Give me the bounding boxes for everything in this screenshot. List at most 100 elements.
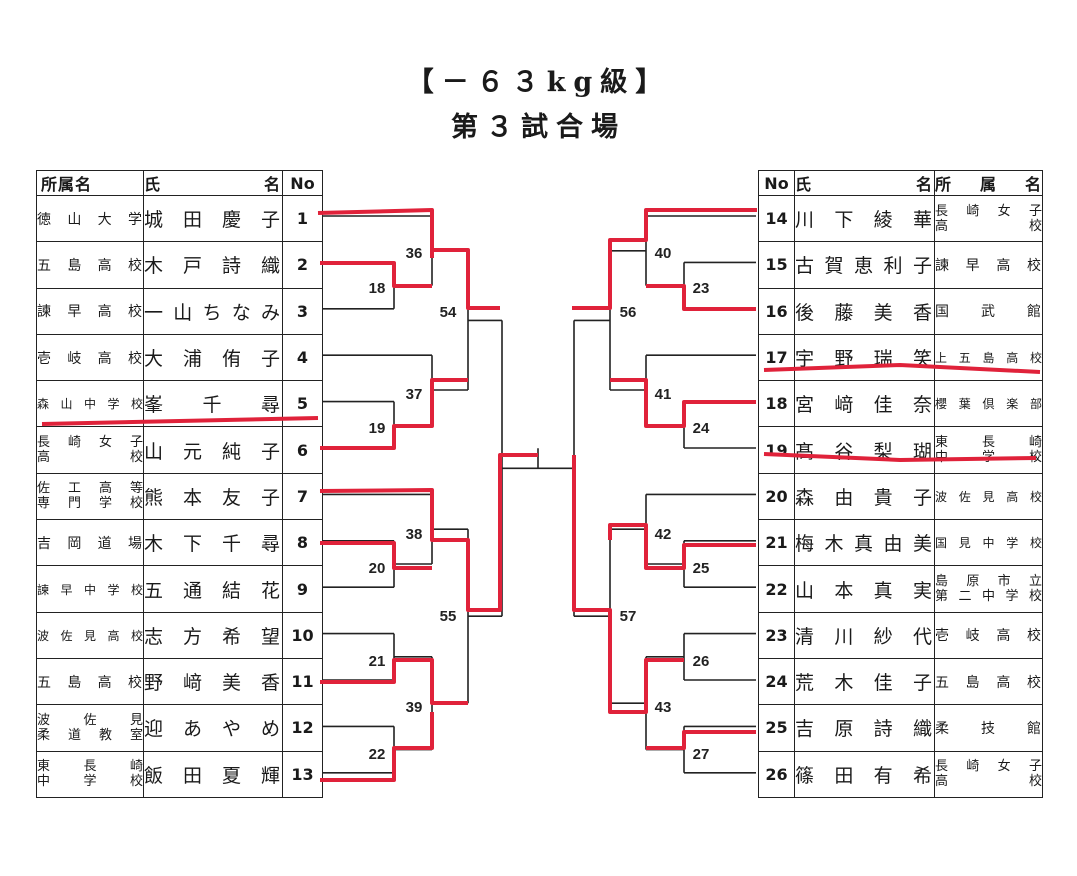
bracket-lines xyxy=(322,215,756,774)
header-name: 氏名 xyxy=(794,170,935,196)
entrant-name: 山本真実 xyxy=(794,565,935,613)
right-affiliation-line: 東長崎 xyxy=(935,435,1042,451)
winner-path-1 xyxy=(317,208,434,258)
left-header-row: 所属名 氏名 No xyxy=(36,170,323,196)
header-affiliation: 所属名 xyxy=(36,170,144,196)
winner-path-36 xyxy=(430,248,500,310)
right-affiliation-cell: 諫早高校 xyxy=(934,241,1043,289)
winner-path-11 xyxy=(320,658,468,705)
entrant-no: 16 xyxy=(758,287,795,335)
right-affiliation-cell: 島原市立第二中学校 xyxy=(934,565,1043,613)
winner-path-13 xyxy=(320,712,434,782)
entrant-name: 大浦侑子 xyxy=(143,333,283,382)
right-affiliation-cell: 長崎女子高校 xyxy=(934,194,1043,243)
left-affiliation-cell: 長崎女子高校 xyxy=(36,426,144,474)
winner-path-25 xyxy=(646,730,756,750)
left-affiliation-line: 東長崎 xyxy=(37,759,143,775)
right-affiliation-cell: 五島高校 xyxy=(934,657,1043,706)
left-affiliation-line: 高校 xyxy=(37,450,143,466)
entrant-name: 木下千尋 xyxy=(143,519,283,567)
entrant-no: 8 xyxy=(282,519,323,567)
entrant-no: 17 xyxy=(758,333,795,382)
header-no: No xyxy=(282,170,323,196)
match-label-38: 38 xyxy=(406,526,423,543)
right-affiliation-line: 長崎女子 xyxy=(935,759,1042,775)
winner-path-6 xyxy=(320,378,468,450)
right-affiliation-cell: 長崎女子高校 xyxy=(934,750,1043,798)
winner-path-14 xyxy=(572,208,757,310)
right-affiliation-line: 島原市立 xyxy=(935,574,1042,590)
match-label-37: 37 xyxy=(406,386,423,403)
entrant-no: 2 xyxy=(282,241,323,289)
winner-path-2 xyxy=(320,261,432,288)
match-label-40: 40 xyxy=(655,245,672,262)
match-label-36: 36 xyxy=(406,245,423,262)
mat-subtitle: 第３試合場 xyxy=(451,112,626,143)
right-affiliation-cell: 波佐見高校 xyxy=(934,472,1043,521)
entrant-name: 野﨑美香 xyxy=(143,657,283,706)
right-affiliation-cell: 柔技館 xyxy=(934,704,1043,752)
entrant-no: 21 xyxy=(758,519,795,567)
match-label-20: 20 xyxy=(369,560,386,577)
entrant-name: 五通結花 xyxy=(143,565,283,613)
left-affiliation-cell: 森山中学校 xyxy=(36,380,144,428)
right-affiliation-cell: 国武館 xyxy=(934,287,1043,335)
entrant-no: 14 xyxy=(758,194,795,243)
match-label-24: 24 xyxy=(693,420,710,437)
entrant-no: 24 xyxy=(758,657,795,706)
right-affiliation-line: 高校 xyxy=(935,218,1042,234)
entrant-name: 山元純子 xyxy=(143,426,283,474)
right-affiliation-line: 高校 xyxy=(935,774,1042,790)
left-affiliation-line: 専門学校 xyxy=(37,496,143,512)
entrant-no: 12 xyxy=(282,704,323,752)
match-label-21: 21 xyxy=(369,653,386,670)
match-label-57: 57 xyxy=(620,608,637,625)
entrant-name: 宮﨑佳奈 xyxy=(794,380,935,428)
match-label-55: 55 xyxy=(440,608,457,625)
entrant-no: 18 xyxy=(758,380,795,428)
right-affiliation-line: 長崎女子 xyxy=(935,203,1042,219)
left-affiliation-line: 波佐見 xyxy=(37,712,143,728)
left-affiliation-line: 佐工高等 xyxy=(37,481,143,497)
entrant-name: 森由貴子 xyxy=(794,472,935,521)
match-label-19: 19 xyxy=(369,420,386,437)
entrant-no: 6 xyxy=(282,426,323,474)
match-label-25: 25 xyxy=(693,560,710,577)
match-label-27: 27 xyxy=(693,746,710,763)
match-label-39: 39 xyxy=(406,699,423,716)
entrant-no: 9 xyxy=(282,565,323,613)
winner-path-7 xyxy=(319,453,538,612)
winner-path-8 xyxy=(320,541,432,570)
right-affiliation-cell: 国見中学校 xyxy=(934,519,1043,567)
match-label-42: 42 xyxy=(655,526,672,543)
right-affiliation-cell: 壱岐高校 xyxy=(934,611,1043,659)
match-label-26: 26 xyxy=(693,653,710,670)
right-affiliation-cell: 櫻葉倶楽部 xyxy=(934,380,1043,428)
left-affiliation-cell: 諫早中学校 xyxy=(36,565,144,613)
left-affiliation-cell: 五島高校 xyxy=(36,241,144,289)
entrant-name: 後藤美香 xyxy=(794,287,935,335)
entrant-name: 古賀恵利子 xyxy=(794,241,935,289)
winner-path-24 xyxy=(572,455,684,714)
right-header-row: No 氏名 所属名 xyxy=(758,170,1043,196)
match-label-41: 41 xyxy=(655,386,672,403)
entrant-name: 飯田夏輝 xyxy=(143,750,283,798)
match-label-54: 54 xyxy=(440,304,457,321)
